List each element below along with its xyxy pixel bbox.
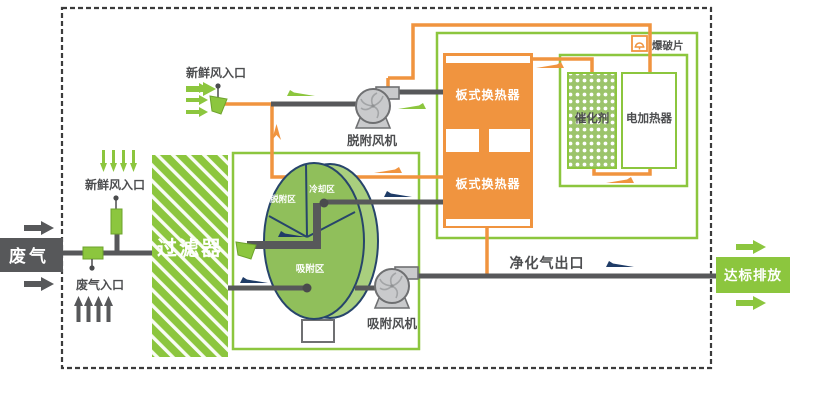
hx-mid-plenum-left [446,129,479,152]
electric-heater-box [621,72,677,169]
discharge-arrow-bottom-icon [736,296,766,310]
filter-label: 过滤器 [157,237,223,260]
valve-dot [89,265,95,271]
hx-bottom-plenum [446,219,530,226]
combustion-chamber-box [558,53,689,188]
catalyst-box [567,72,617,169]
adsorption-zone-port-dot [302,283,312,293]
hx-mid-chevron-icon [479,134,488,149]
flow-arrow-navy-inlet-icon [240,277,268,283]
cooling-zone-port-dot [319,198,329,208]
waste-gas-arrow-bottom-icon [24,277,54,291]
filter-unit: 过滤器 [152,155,228,357]
waste-gas-box [0,238,63,272]
catalyst-label: 催化剂 [575,111,610,125]
adsorption-zone-label: 吸附区 [296,263,325,275]
fresh-air-left-arrows-icon [100,150,137,172]
fresh-air-inlet-left-label: 新鲜风入口 [85,177,145,192]
cooling-zone-label: 冷却区 [309,184,335,194]
waste-gas-up-arrows-icon [74,296,113,322]
adsorption-fan: 吸附风机 [367,266,419,331]
hx-mid-plenum-right [489,129,530,152]
filter-box [152,155,228,357]
adsorption-fan-label: 吸附风机 [367,316,418,331]
outlet-flow-arrow-icon [606,261,634,267]
hx-bottom-label: 板式换热器 [455,176,520,191]
fresh-air-inlet-left: 新鲜风入口 [85,150,145,235]
electric-heater-label: 电加热器 [626,111,672,125]
waste-gas-arrow-top-icon [24,221,54,235]
hx-top-plenum [446,56,530,63]
chamber-to-hx-return-pipe [533,57,594,73]
fan-to-heater-top-pipe [388,23,652,80]
discharge-arrow-top-icon [736,240,766,254]
fresh-air-inlet-top: 新鲜风入口 [186,65,246,117]
discharge-outlet: 净化气出口 达标排放 [510,240,790,310]
flow-arrow-green-left-icon [398,103,426,109]
valve-dot [113,195,119,201]
flow-arrow-green-right-icon [287,90,315,96]
rupture-disc-dome-icon [634,42,645,50]
rupture-disc-label: 爆破片 [652,39,684,52]
flow-arrow-orange-return-icon [536,62,564,68]
oxidizer-unit-box [435,31,699,240]
rotor-damper-valve[interactable] [235,241,257,260]
plate-heat-exchanger-block: 板式换热器 板式换热器 [443,53,533,228]
desorption-zone-label: 脱附区 [270,194,296,204]
system-boundary-dashed-border [60,6,713,370]
rotor-pedestal [301,319,335,343]
purified-gas-outlet-label: 净化气出口 [510,255,585,271]
flow-arrow-navy-to-hx-icon [384,191,412,197]
hx-top-label: 板式换热器 [455,87,520,102]
discharge-box [716,257,790,293]
discharge-label: 达标排放 [724,267,782,283]
rupture-disc: 爆破片 [631,35,684,52]
waste-gas-inlet-valve[interactable] [82,246,104,260]
flow-arrows [240,62,634,283]
fresh-air-top-damper-valve[interactable] [209,95,228,115]
fresh-air-left-valve[interactable] [110,208,123,235]
valve-dot [215,83,221,89]
waste-gas-inlet: 废气 废气入口 [0,221,124,322]
desorption-fan-label: 脱附风机 [347,133,398,148]
fresh-air-inlet-top-label: 新鲜风入口 [186,65,246,80]
flow-arrow-orange-up-icon [272,124,281,140]
cooling-air-elbow-pipe [247,203,321,249]
flow-arrow-orange-to-rotor-icon [374,167,402,173]
waste-gas-label: 废气 [9,246,49,266]
fresh-air-top-arrows-icon [186,83,208,117]
desorption-fan: 脱附风机 [347,86,400,148]
flow-arrow-orange-catalyst-icon [606,177,634,183]
rotor-unit-box [231,151,421,351]
waste-gas-inlet-label: 废气入口 [76,277,124,292]
